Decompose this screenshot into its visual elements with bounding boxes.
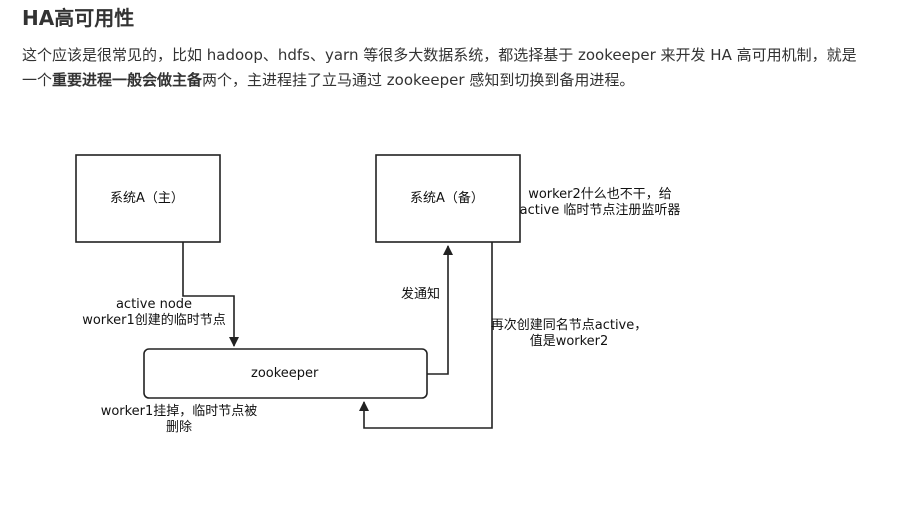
paragraph-line-2: 一个重要进程一般会做主备两个，主进程挂了立马通过 zookeeper 感知到切换…: [22, 68, 902, 93]
recreate-node-note: 再次创建同名节点active， 值是worker2: [489, 318, 649, 350]
worker1-dead-note-line-2: 删除: [165, 420, 192, 435]
arrow-backup-to-zookeeper: [359, 242, 493, 429]
worker2-note-line-2: active 临时节点注册监听器: [519, 203, 681, 218]
recreate-node-note-line-1: 再次创建同名节点active，: [490, 318, 648, 333]
active-node-note-line-2: worker1创建的临时节点: [82, 313, 226, 328]
active-node-note-line-1: active node: [115, 297, 193, 312]
paragraph-line-1: 这个应该是很常见的，比如 hadoop、hdfs、yarn 等很多大数据系统，都…: [22, 46, 857, 64]
active-node-note: active node worker1创建的临时节点: [78, 297, 230, 329]
worker1-dead-note: worker1挂掉，临时节点被 删除: [98, 404, 260, 436]
notify-note: 发通知: [401, 287, 441, 302]
backup-system-label: 系统A（备）: [410, 191, 484, 206]
worker1-dead-note-line-1: worker1挂掉，临时节点被: [100, 404, 258, 419]
worker2-note: worker2什么也不干，给 active 临时节点注册监听器: [518, 187, 682, 219]
worker2-note-line-1: worker2什么也不干，给: [528, 187, 672, 202]
intro-paragraph: 这个应该是很常见的，比如 hadoop、hdfs、yarn 等很多大数据系统，都…: [22, 43, 902, 93]
arrow-zookeeper-to-backup: [427, 245, 453, 375]
backup-system-box: [375, 154, 521, 243]
arrow-primary-to-zookeeper: [182, 242, 239, 347]
page-title: HA高可用性: [22, 6, 135, 30]
paragraph-bold-phrase: 重要进程一般会做主备: [52, 71, 203, 89]
zookeeper-label: zookeeper: [251, 366, 319, 381]
primary-system-label: 系统A（主）: [110, 191, 184, 206]
primary-system-box: [75, 154, 221, 243]
paragraph-line-2-prefix: 一个: [22, 71, 53, 89]
recreate-node-note-line-2: 值是worker2: [529, 334, 609, 349]
paragraph-line-2-suffix: 两个，主进程挂了立马通过 zookeeper 感知到切换到备用进程。: [202, 71, 635, 89]
